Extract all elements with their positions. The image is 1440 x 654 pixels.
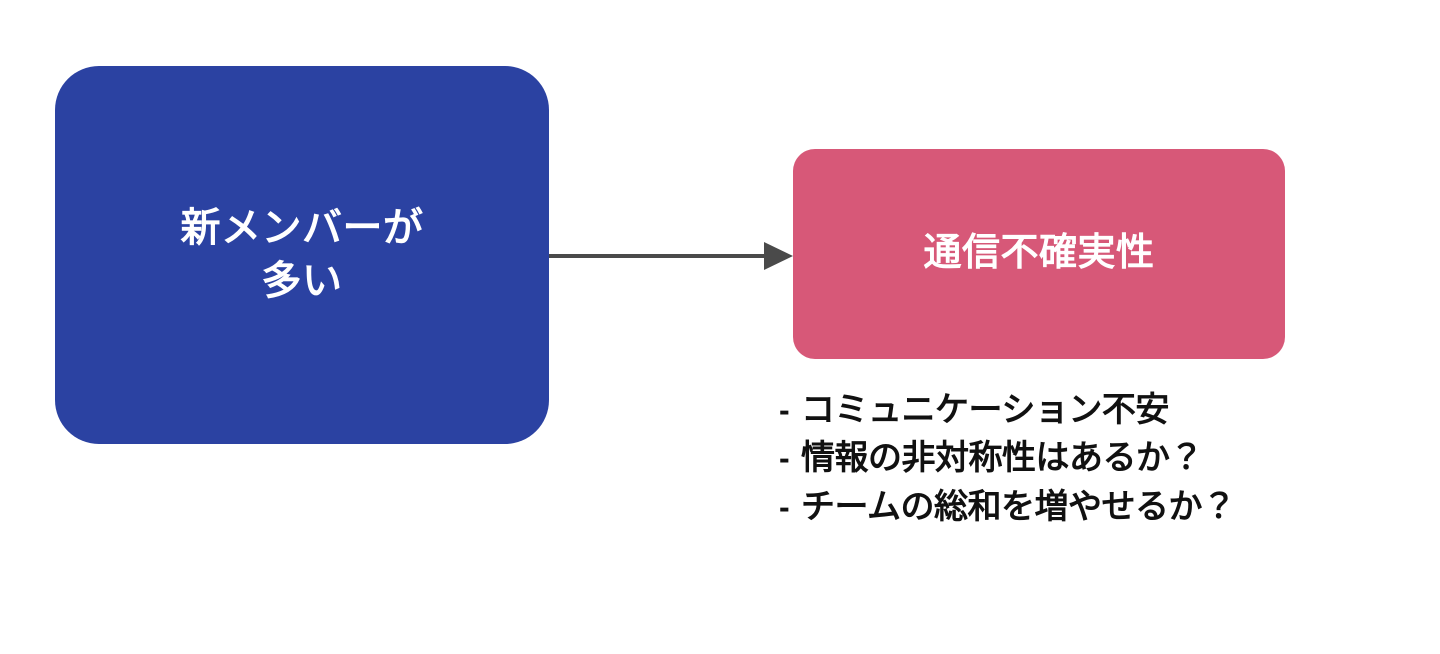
arrowhead-icon: [764, 242, 793, 270]
node-cause-new-members[interactable]: 新メンバーが 多い: [55, 66, 549, 444]
list-item-label: コミュニケーション不安: [801, 391, 1169, 429]
list-item-label: チームの総和を増やせるか？: [801, 487, 1236, 526]
bullet-marker: -: [779, 488, 790, 525]
list-item-label: 情報の非対称性はあるか？: [801, 439, 1204, 478]
node-cause-label: 新メンバーが 多い: [181, 202, 424, 308]
node-effect-label: 通信不確実性: [923, 232, 1155, 275]
list-item: - 情報の非対称性はあるか？: [779, 434, 1419, 482]
bullet-marker: -: [779, 392, 790, 428]
node-cause-label-line2: 多い: [261, 259, 343, 303]
node-cause-label-line1: 新メンバーが: [180, 206, 424, 251]
notes-list: - コミュニケーション不安 - 情報の非対称性はあるか？ - チームの総和を増や…: [779, 386, 1419, 531]
connector-arrow: [549, 242, 793, 270]
node-effect-communication-uncertainty[interactable]: 通信不確実性: [793, 149, 1285, 359]
list-item: - チームの総和を増やせるか？: [779, 483, 1419, 531]
list-item: - コミュニケーション不安: [779, 386, 1419, 434]
bullet-marker: -: [779, 440, 790, 477]
